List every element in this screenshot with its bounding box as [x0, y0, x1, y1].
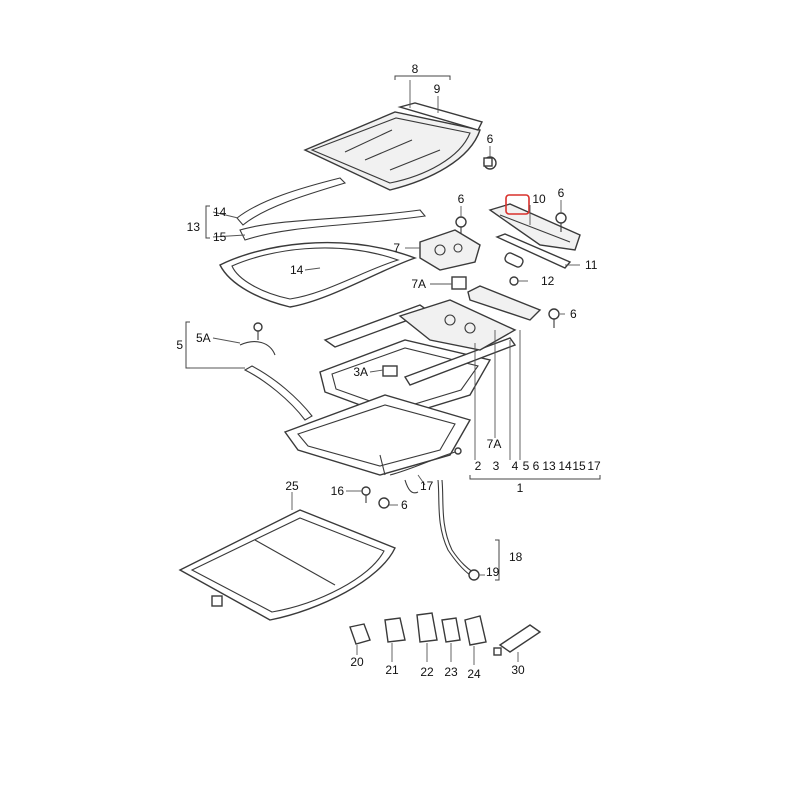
- guide-part-11: [495, 233, 572, 269]
- clip-part-21: [384, 617, 406, 643]
- rail-part-10: [488, 203, 581, 251]
- frame-part-14b: [219, 241, 418, 308]
- tube-part-30: [493, 624, 542, 656]
- label-17: 17: [587, 459, 601, 473]
- roof-frame-part-1: [283, 394, 472, 476]
- label-30: 30: [511, 663, 525, 677]
- label-20: 20: [350, 655, 364, 669]
- label-2: 2: [475, 459, 482, 473]
- label-7: 7: [393, 241, 400, 255]
- sunshade-frame-part-25: [178, 509, 396, 621]
- screw-part-6d: [548, 308, 560, 328]
- label-7a-bottom: 7A: [487, 437, 502, 451]
- label-1: 1: [517, 481, 524, 495]
- label-8: 8: [412, 62, 419, 76]
- bracket-part-7a-top: [451, 276, 467, 290]
- glass-panel-part-8: [303, 111, 481, 191]
- nut-part-6f: [378, 497, 390, 509]
- seal-part-5: [239, 322, 313, 421]
- cable-part-17: [389, 447, 462, 494]
- mechanism-part-4: [398, 299, 517, 351]
- label-17b: 17: [420, 479, 434, 493]
- seal-part-14-top: [236, 177, 347, 226]
- label-15: 15: [213, 230, 227, 244]
- screw-part-6a: [483, 156, 497, 170]
- label-5b: 5: [523, 459, 530, 473]
- clip-part-3a: [382, 365, 398, 377]
- clip-part-20: [349, 623, 371, 645]
- label-6b: 6: [458, 192, 465, 206]
- label-6a: 6: [487, 132, 494, 146]
- seal-part-15: [239, 209, 427, 241]
- screw-part-16: [361, 486, 371, 503]
- drain-hose-part-18: [437, 479, 475, 576]
- label-13: 13: [187, 220, 201, 234]
- highlight-box: [505, 194, 530, 215]
- label-22: 22: [420, 665, 434, 679]
- label-16: 16: [331, 484, 345, 498]
- label-18: 18: [509, 550, 523, 564]
- label-9: 9: [434, 82, 441, 96]
- motor-part-7: [419, 229, 481, 271]
- label-15b: 15: [572, 459, 586, 473]
- label-25: 25: [285, 479, 299, 493]
- valve-part-19: [468, 569, 480, 581]
- label-11: 11: [585, 258, 598, 272]
- label-13b: 13: [542, 459, 556, 473]
- label-10: 10: [532, 192, 546, 206]
- label-14a: 14: [213, 205, 227, 219]
- bracket-part-12: [504, 252, 524, 286]
- label-3a: 3A: [353, 365, 368, 379]
- label-21: 21: [385, 663, 399, 677]
- label-12: 12: [541, 274, 555, 288]
- label-7a-top: 7A: [411, 277, 426, 291]
- label-24: 24: [467, 667, 481, 681]
- label-6f: 6: [401, 498, 408, 512]
- label-6c: 6: [558, 186, 565, 200]
- label-19: 19: [486, 565, 500, 579]
- label-14b: 14: [290, 263, 304, 277]
- plate-part: [467, 285, 542, 321]
- clip-part-22: [416, 612, 438, 643]
- label-5: 5: [176, 338, 183, 352]
- label-4: 4: [512, 459, 519, 473]
- label-14c: 14: [558, 459, 572, 473]
- label-23: 23: [444, 665, 458, 679]
- label-3: 3: [493, 459, 500, 473]
- frame-part-2: [319, 339, 492, 419]
- label-5a: 5A: [196, 331, 211, 345]
- label-6e: 6: [533, 459, 540, 473]
- clip-part-24: [464, 615, 487, 646]
- clip-part-23: [441, 617, 461, 643]
- label-6d: 6: [570, 307, 577, 321]
